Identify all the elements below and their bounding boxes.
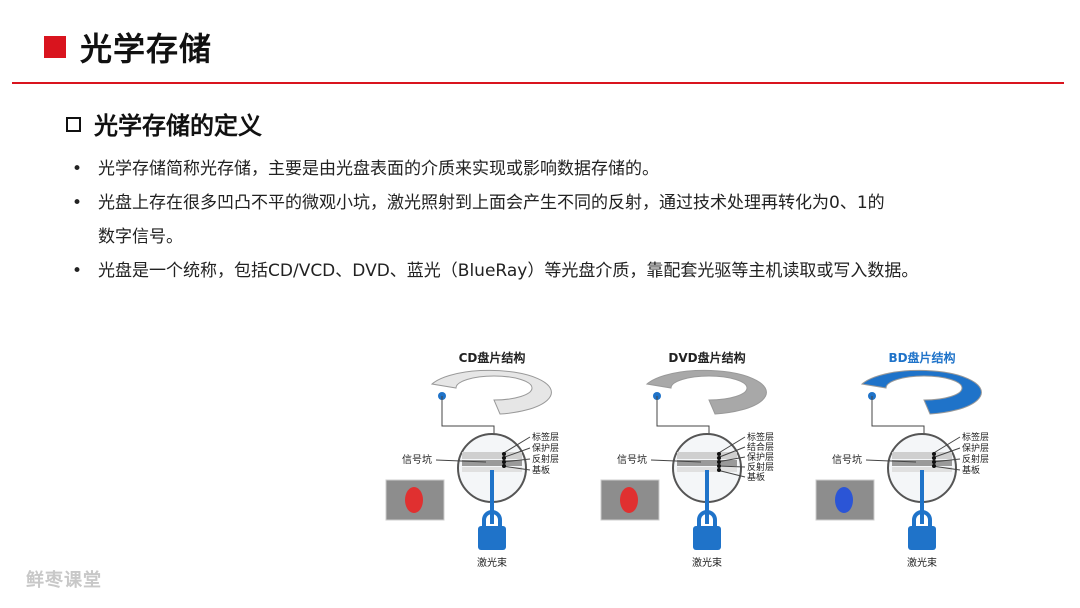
- panel-title: DVD盘片结构: [668, 350, 745, 365]
- layer-leader-line: [501, 458, 531, 463]
- layer-leader-line: [716, 446, 746, 459]
- layer-label: 保护层: [962, 442, 989, 454]
- title-marker: [44, 36, 66, 58]
- bullet-item: • 光盘是一个统称，包括CD/VCD、DVD、蓝光（BlueRay）等光盘介质，…: [68, 254, 1068, 288]
- layer-band: [892, 452, 952, 459]
- layer-leader-line: [501, 447, 531, 459]
- pointer-line: [871, 396, 925, 438]
- layer-leader-line: [931, 436, 961, 455]
- bullet-text: 光盘是一个统称，包括CD/VCD、DVD、蓝光（BlueRay）等光盘介质，靠配…: [98, 261, 919, 281]
- layer-dot: [502, 464, 506, 468]
- layer-dot: [717, 464, 721, 468]
- layer-band: [462, 467, 522, 472]
- layer-band: [892, 460, 952, 466]
- page-title: 光学存储: [80, 30, 213, 68]
- bullet-list: • 光学存储简称光存储，主要是由光盘表面的介质来实现或影响数据存储的。 • 光盘…: [68, 152, 1068, 288]
- layer-dot: [717, 468, 721, 472]
- signal-pit-line: [650, 459, 702, 463]
- layer-leader-line: [931, 465, 961, 471]
- layer-leader-line: [931, 458, 961, 463]
- layer-dot: [502, 460, 506, 464]
- disc-shape: [430, 369, 552, 415]
- layer-dot: [932, 452, 936, 456]
- layer-label: 反射层: [532, 453, 559, 465]
- title-divider: [12, 82, 1064, 84]
- laser-beam-label: 激光束: [907, 556, 937, 569]
- signal-pit-label: 信号坑: [832, 453, 862, 466]
- section-title: 光学存储的定义: [94, 112, 262, 140]
- pit-photo-spot: [620, 487, 638, 513]
- pointer-line: [656, 396, 710, 438]
- signal-pit-line: [865, 459, 917, 463]
- signal-pit-label: 信号坑: [402, 453, 432, 466]
- layer-band: [462, 460, 522, 466]
- panel-title: CD盘片结构: [459, 350, 526, 365]
- bullet-dot: •: [72, 193, 83, 213]
- laser-emitter-shackle: [697, 510, 717, 526]
- layer-leader-line: [716, 456, 746, 463]
- section-bullet-square: [66, 117, 81, 132]
- layer-dot: [717, 460, 721, 464]
- layer-label: 基板: [962, 464, 980, 476]
- watermark: 鲜枣课堂: [26, 570, 102, 591]
- laser-beam-label: 激光束: [477, 556, 507, 569]
- layer-dot: [932, 460, 936, 464]
- bullet-text: 光学存储简称光存储，主要是由光盘表面的介质来实现或影响数据存储的。: [98, 159, 659, 179]
- layer-label: 基板: [747, 471, 765, 483]
- disc-shape: [860, 369, 982, 415]
- layer-dot: [932, 456, 936, 460]
- layer-leader-line: [501, 436, 531, 455]
- bullet-text-continued: 数字信号。: [98, 227, 183, 247]
- pit-photo-spot: [835, 487, 853, 513]
- layer-label: 反射层: [962, 453, 989, 465]
- layer-label: 反射层: [747, 461, 774, 473]
- layer-label: 标签层: [962, 431, 989, 443]
- layer-leader-line: [716, 465, 746, 468]
- laser-emitter-icon: [478, 526, 506, 550]
- laser-emitter-shackle: [482, 510, 502, 526]
- layer-dot: [717, 456, 721, 460]
- bullet-item: • 光盘上存在很多凹凸不平的微观小坑，激光照射到上面会产生不同的反射，通过技术处…: [68, 186, 1068, 254]
- layer-label: 结合层: [747, 441, 774, 453]
- pointer-line: [441, 396, 495, 438]
- signal-pit-line: [435, 459, 487, 463]
- layer-leader-line: [501, 465, 531, 471]
- layer-label: 保护层: [532, 442, 559, 454]
- laser-emitter-shackle: [912, 510, 932, 526]
- bullet-dot: •: [72, 261, 83, 281]
- panel-title: BD盘片结构: [888, 350, 955, 365]
- title-bar: 光学存储: [0, 0, 1080, 86]
- signal-pit-label: 信号坑: [617, 453, 647, 466]
- layer-dot: [717, 452, 721, 456]
- layer-band: [892, 467, 952, 472]
- layer-leader-line: [716, 469, 746, 478]
- pit-photo-spot: [405, 487, 423, 513]
- laser-emitter-icon: [908, 526, 936, 550]
- layer-label: 标签层: [532, 431, 559, 443]
- layer-leader-line: [716, 436, 746, 455]
- bullet-dot: •: [72, 159, 83, 179]
- layer-label: 标签层: [747, 431, 774, 443]
- laser-beam-label: 激光束: [692, 556, 722, 569]
- disc-structure-figure: CD盘片结构激光束信号坑标签层保护层反射层基板DVD盘片结构激光束信号坑标签层结…: [385, 350, 989, 569]
- layer-dot: [502, 456, 506, 460]
- layer-label: 保护层: [747, 451, 774, 463]
- layer-dot: [932, 464, 936, 468]
- layer-band: [677, 460, 737, 466]
- layer-leader-line: [931, 447, 961, 459]
- layer-dot: [502, 452, 506, 456]
- layer-band: [677, 467, 737, 472]
- bullet-item: • 光学存储简称光存储，主要是由光盘表面的介质来实现或影响数据存储的。: [68, 152, 1068, 186]
- layer-label: 基板: [532, 464, 550, 476]
- disc-shape: [645, 369, 767, 415]
- laser-emitter-icon: [693, 526, 721, 550]
- layer-band: [462, 452, 522, 459]
- layer-band: [677, 452, 737, 459]
- bullet-text: 光盘上存在很多凹凸不平的微观小坑，激光照射到上面会产生不同的反射，通过技术处理再…: [98, 193, 885, 213]
